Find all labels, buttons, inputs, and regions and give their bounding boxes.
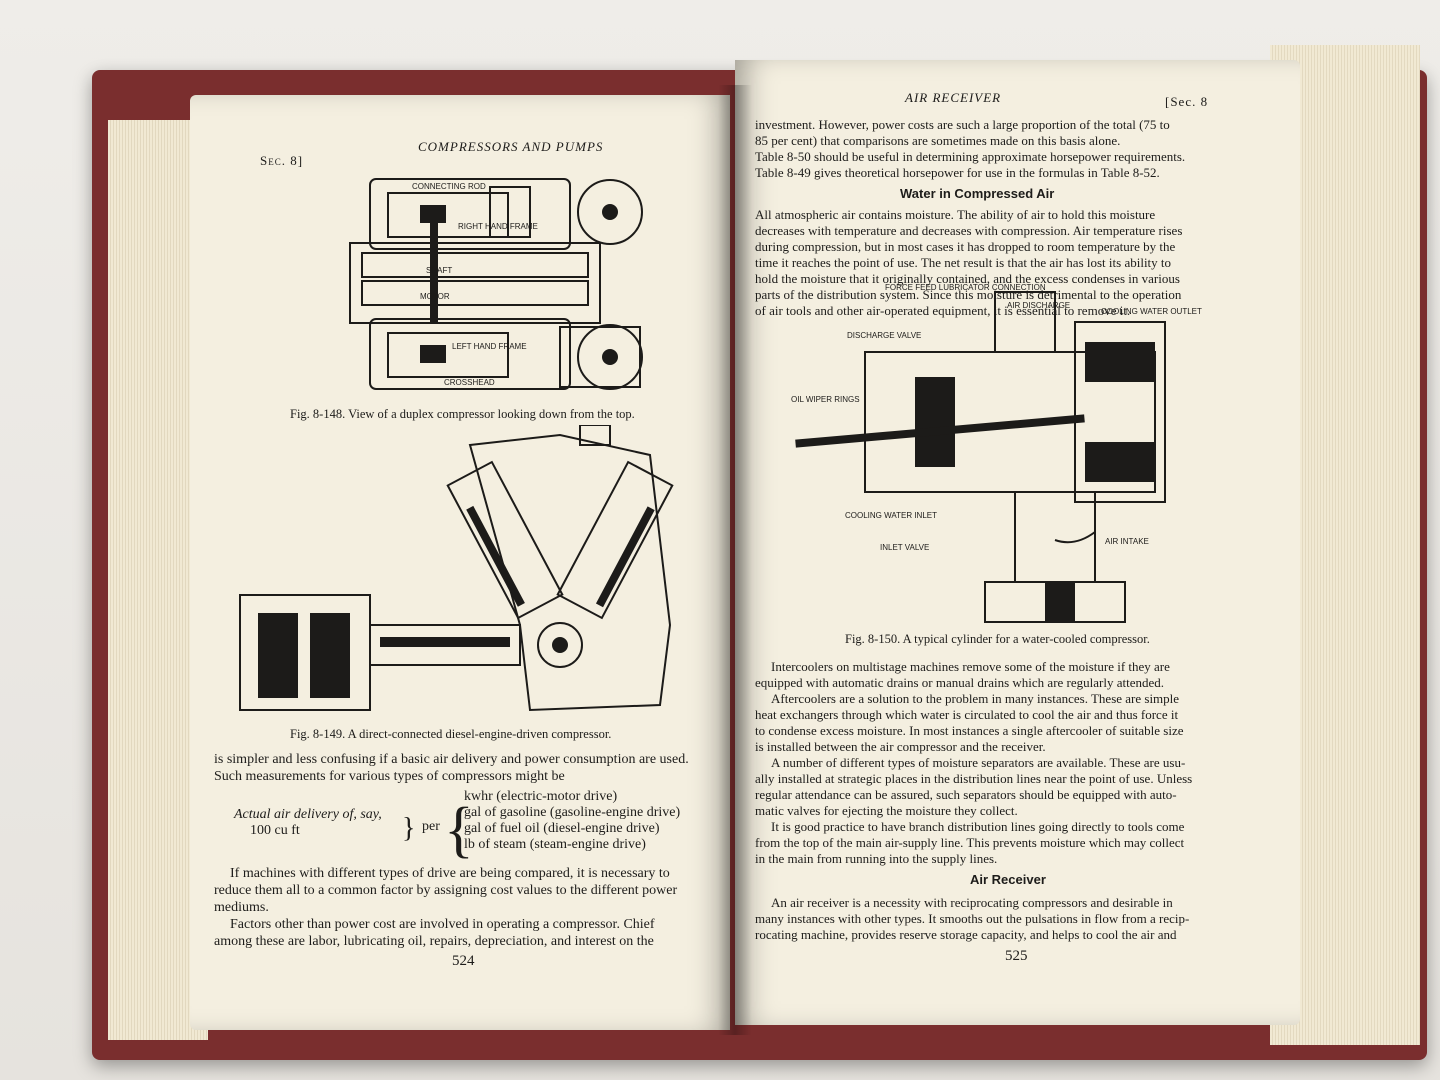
body-line: decreases with temperature and decreases… [755, 223, 1183, 238]
body-line: mediums. [214, 900, 269, 915]
formula-left-1: Actual air delivery of, say, [234, 807, 382, 822]
page-number-525: 525 [1005, 948, 1028, 964]
body-line: All atmospheric air contains moisture. T… [755, 207, 1156, 222]
body-line: regular attendance can be assured, such … [755, 787, 1177, 802]
formula-brace-right: { [444, 796, 474, 864]
fig-8-150-caption: Fig. 8-150. A typical cylinder for a wat… [845, 632, 1150, 646]
diesel-compressor-diagram [239, 425, 674, 712]
body-line: equipped with automatic drains or manual… [755, 675, 1164, 690]
body-line: during compression, but in most cases it… [755, 239, 1176, 254]
label-cooling-water-inlet: COOLING WATER INLET [845, 511, 937, 520]
fig-8-149-caption: Fig. 8-149. A direct-connected diesel-en… [290, 727, 612, 741]
label-oil-wiper-rings: OIL WIPER RINGS [791, 395, 860, 404]
body-line: of air tools and other air-operated equi… [755, 303, 1131, 318]
label-discharge-valve: DISCHARGE VALVE [847, 331, 921, 340]
label-air-intake: AIR INTAKE [1105, 537, 1149, 546]
body-line: from the top of the main air-supply line… [755, 835, 1185, 850]
body-line: Such measurements for various types of c… [214, 769, 565, 784]
left-page: Sec. 8] COMPRESSORS AND PUMPS CONNECTING… [190, 95, 730, 1030]
label-inlet-valve: INLET VALVE [880, 543, 929, 552]
label-left-hand-frame: LEFT HAND FRAME [452, 342, 527, 351]
label-force-feed-lubricator: FORCE FEED LUBRICATOR CONNECTION [885, 283, 1046, 292]
label-air-discharge: AIR DISCHARGE [1007, 301, 1070, 310]
page-number-524: 524 [452, 953, 475, 969]
body-line: hold the moisture that it originally con… [755, 271, 1180, 286]
section-marker: Sec. 8] [260, 153, 304, 168]
body-line: to condense excess moisture. In most ins… [755, 723, 1184, 738]
running-head: COMPRESSORS AND PUMPS [418, 139, 604, 154]
body-line: in the main from running into the supply… [755, 851, 998, 866]
formula-option: gal of fuel oil (diesel-engine drive) [464, 821, 660, 836]
body-line: Intercoolers on multistage machines remo… [771, 659, 1170, 674]
body-line: matic valves for ejecting the moisture t… [755, 803, 1018, 818]
water-cooled-cylinder-diagram: FORCE FEED LUBRICATOR CONNECTION AIR DIS… [791, 283, 1202, 623]
running-head: AIR RECEIVER [905, 90, 1002, 105]
body-line: A number of different types of moisture … [771, 755, 1186, 770]
body-line: time it reaches the point of use. The ne… [755, 255, 1172, 270]
body-line: is installed between the air compressor … [755, 739, 1046, 754]
body-line: many instances with other types. It smoo… [755, 911, 1190, 926]
label-crosshead: CROSSHEAD [444, 378, 495, 387]
body-line: An air receiver is a necessity with reci… [771, 895, 1173, 910]
body-line: Factors other than power cost are involv… [230, 917, 655, 932]
book-gutter [718, 85, 752, 1035]
body-line: reduce them all to a common factor by as… [214, 883, 678, 898]
heading-air-receiver: Air Receiver [970, 872, 1046, 887]
body-line: rocating machine, provides reserve stora… [755, 927, 1177, 942]
body-line: ally installed at strategic places in th… [755, 771, 1193, 786]
heading-water-in-compressed-air: Water in Compressed Air [900, 186, 1055, 201]
body-line: It is good practice to have branch distr… [771, 819, 1185, 834]
duplex-compressor-diagram: CONNECTING ROD RIGHT HAND FRAME SHAFT MO… [349, 178, 643, 390]
formula-left-2: 100 cu ft [250, 823, 300, 838]
body-line: parts of the distribution system. Since … [755, 287, 1182, 302]
formula-option: gal of gasoline (gasoline-engine drive) [464, 805, 681, 820]
body-line: Table 8-49 gives theoretical horsepower … [755, 165, 1160, 180]
right-page: AIR RECEIVER [Sec. 8 investment. However… [735, 60, 1300, 1025]
label-right-hand-frame: RIGHT HAND FRAME [458, 222, 538, 231]
formula-brace-left: } [402, 813, 416, 844]
body-line: If machines with different types of driv… [230, 866, 670, 881]
formula-option: lb of steam (steam-engine drive) [464, 837, 646, 852]
body-line: is simpler and less confusing if a basic… [214, 752, 689, 767]
formula-per: per [422, 819, 440, 834]
label-motor: MOTOR [420, 292, 450, 301]
section-marker: [Sec. 8 [1165, 94, 1209, 109]
body-line: 85 per cent) that comparisons are someti… [755, 133, 1121, 148]
label-shaft: SHAFT [426, 266, 452, 275]
formula-option: kwhr (electric-motor drive) [464, 789, 618, 804]
label-cooling-water-outlet: COOLING WATER OUTLET [1101, 307, 1202, 316]
body-line: investment. However, power costs are suc… [755, 117, 1170, 132]
body-line: Table 8-50 should be useful in determini… [755, 149, 1186, 164]
body-line: among these are labor, lubricating oil, … [214, 934, 654, 949]
fig-8-148-caption: Fig. 8-148. View of a duplex compressor … [290, 407, 635, 421]
body-line: Aftercoolers are a solution to the probl… [771, 691, 1180, 706]
label-connecting-rod: CONNECTING ROD [412, 182, 486, 191]
body-line: heat exchangers through which water is c… [755, 707, 1179, 722]
